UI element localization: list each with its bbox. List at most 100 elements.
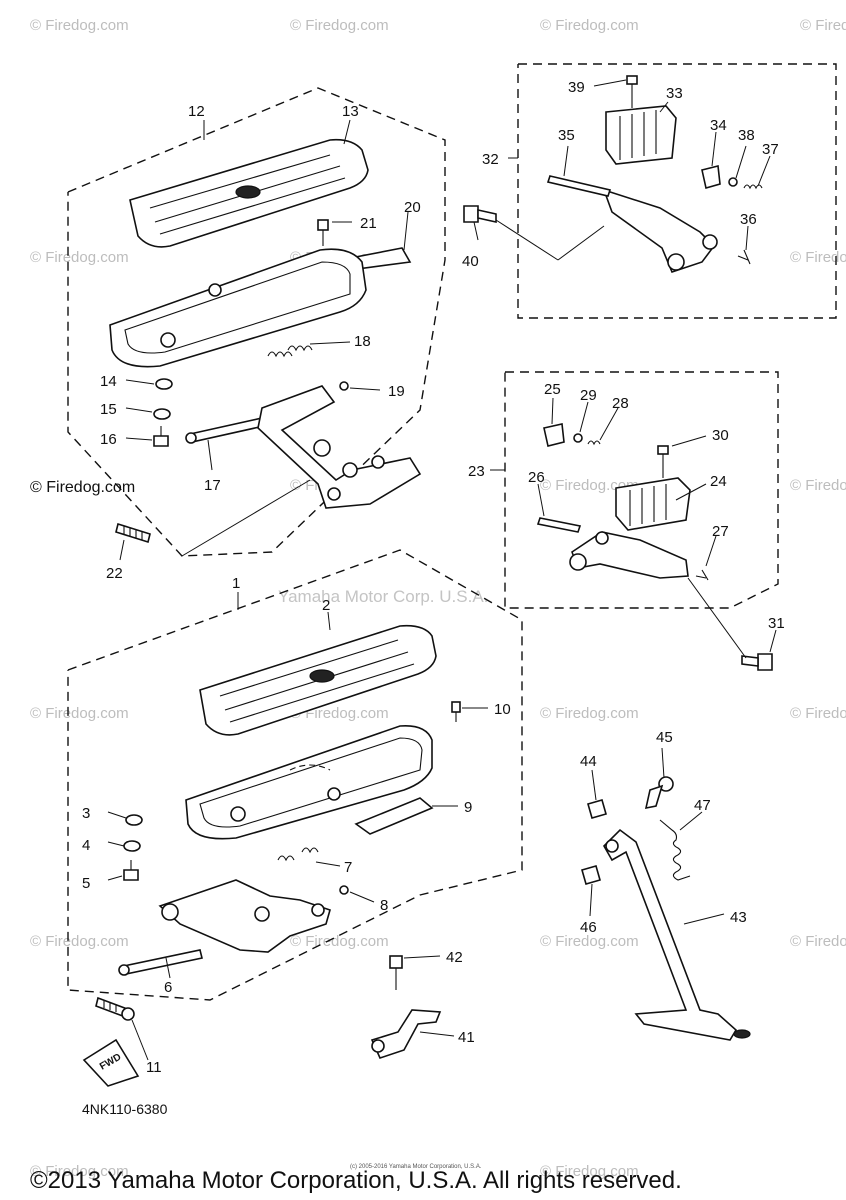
watermark-text: © Firedog.com <box>30 17 129 34</box>
callout-35: 35 <box>558 127 575 144</box>
watermark-text: © Firedog.com <box>540 1163 639 1180</box>
callout-11: 11 <box>146 1059 162 1076</box>
plate-25 <box>543 423 565 447</box>
watermark-text: © Firedog.com <box>290 17 389 34</box>
group-outlines <box>67 63 837 1001</box>
washer-19 <box>339 381 349 391</box>
diagram-code: 4NK110-6380 <box>82 1101 168 1117</box>
callout-30: 30 <box>712 427 729 444</box>
bolt-42 <box>389 955 403 990</box>
callout-18: 18 <box>354 333 371 350</box>
callout-46: 46 <box>580 919 597 936</box>
bolt-5 <box>123 860 139 881</box>
spring-28 <box>587 440 601 446</box>
callout-23: 23 <box>468 463 485 480</box>
pin-35 <box>546 175 612 197</box>
callout-45: 45 <box>656 729 673 746</box>
callout-20: 20 <box>404 199 421 216</box>
watermark-text: © Firedog.com <box>790 477 846 494</box>
footrest-assembly-32 <box>463 75 763 273</box>
footboard-pad-lower <box>199 624 437 736</box>
screw-21 <box>317 219 329 246</box>
bolt-11 <box>95 996 135 1021</box>
fwd-arrow: FWD <box>82 1038 140 1087</box>
watermark-text: © Firedog.com <box>30 933 129 950</box>
watermark-text: © Firedog.com <box>30 249 129 266</box>
callout-8: 8 <box>380 897 388 914</box>
pin-26 <box>536 517 582 533</box>
callout-1: 1 <box>232 575 240 592</box>
callout-14: 14 <box>100 373 117 390</box>
callout-37: 37 <box>762 141 779 158</box>
watermark-text: © Firedog.com <box>790 933 846 950</box>
callout-7: 7 <box>344 859 352 876</box>
spring-18 <box>267 345 313 358</box>
footrest-assembly-23 <box>536 423 773 671</box>
watermark-text: © Firedog.com <box>540 477 639 494</box>
group-32-outline <box>517 63 837 319</box>
callout-19: 19 <box>388 383 405 400</box>
pin-17 <box>185 417 265 444</box>
watermark-text: © Firedog.com <box>800 17 846 34</box>
callout-36: 36 <box>740 211 757 228</box>
watermark-center-text: Yamaha Motor Corp. U.S.A. <box>278 587 488 606</box>
tiny-copyright: (c) 2005-2016 Yamaha Motor Corporation, … <box>350 1164 482 1170</box>
watermark-text: © Firedog.com <box>30 705 129 722</box>
washer-29 <box>573 433 583 443</box>
callout-22: 22 <box>106 565 123 582</box>
group-23-outline <box>504 371 779 609</box>
group-1-outline <box>67 549 523 1001</box>
callout-25: 25 <box>544 381 561 398</box>
pedal-assembly <box>370 955 442 1059</box>
watermark-text: © Firedog.com <box>790 249 846 266</box>
bushing-3 <box>125 814 143 826</box>
washer-38 <box>728 177 738 187</box>
callout-labels: 1 2 3 4 5 6 7 8 9 10 11 12 13 14 15 16 1… <box>82 79 785 1076</box>
callout-47: 47 <box>694 797 711 814</box>
callout-24: 24 <box>710 473 727 490</box>
callout-5: 5 <box>82 875 90 892</box>
footboard-bracket-upper <box>257 385 422 509</box>
callout-13: 13 <box>342 103 359 120</box>
watermark-dark-text: © Firedog.com <box>30 479 135 496</box>
bolt-31 <box>741 653 773 671</box>
callout-44: 44 <box>580 753 597 770</box>
bolt-22 <box>115 522 151 544</box>
sidestand-assembly <box>581 776 751 1041</box>
callout-41: 41 <box>458 1029 475 1046</box>
watermark-text: © Firedog.com <box>290 933 389 950</box>
footrest-bracket-32 <box>602 188 716 273</box>
spring-37 <box>743 184 763 190</box>
washer-4 <box>123 840 141 852</box>
washer-15 <box>153 408 171 420</box>
bolt-39 <box>626 75 638 108</box>
callout-21: 21 <box>360 215 377 232</box>
callout-6: 6 <box>164 979 172 996</box>
nut-44 <box>587 799 607 819</box>
callout-4: 4 <box>82 837 90 854</box>
callout-38: 38 <box>738 127 755 144</box>
bolt-45 <box>644 776 674 810</box>
footboard-lower-assembly: FWD <box>82 624 461 1087</box>
callout-42: 42 <box>446 949 463 966</box>
footboard-frame-lower <box>185 724 433 840</box>
callout-16: 16 <box>100 431 117 448</box>
callout-10: 10 <box>494 701 511 718</box>
leader-lines <box>107 79 777 1061</box>
watermark-text: © Firedog.com <box>540 705 639 722</box>
bushing-14 <box>155 378 173 390</box>
bolt-16 <box>153 426 169 447</box>
callout-31: 31 <box>768 615 785 632</box>
callout-28: 28 <box>612 395 629 412</box>
callout-39: 39 <box>568 79 585 96</box>
callout-29: 29 <box>580 387 597 404</box>
screw-10 <box>451 701 461 722</box>
watermark-layer: © Firedog.com © Firedog.com © Firedog.co… <box>30 17 846 1180</box>
callout-27: 27 <box>712 523 729 540</box>
spring-36 <box>737 249 751 265</box>
watermark-text: © Firedog.com <box>540 17 639 34</box>
footrest-rubber-24 <box>615 477 691 531</box>
callout-3: 3 <box>82 805 90 822</box>
watermark-text: © Firedog.com <box>790 705 846 722</box>
